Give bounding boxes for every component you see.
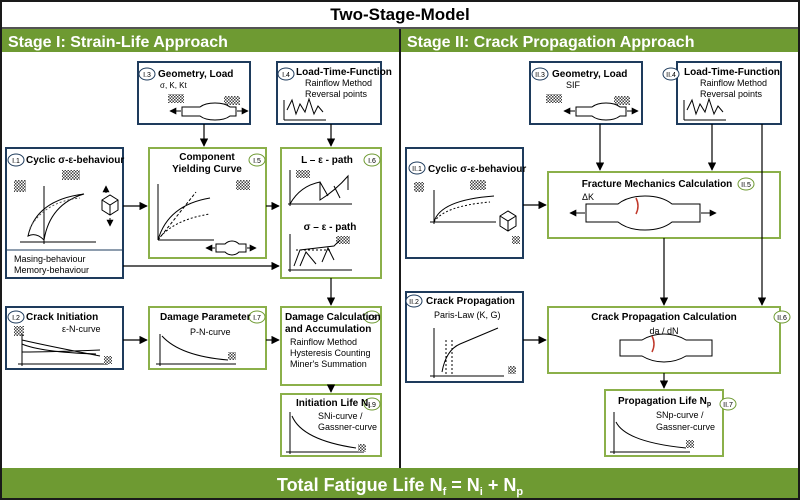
box-damage-calculation: I.8 Damage Calculation and Accumulation … (280, 306, 382, 386)
svg-text:II.3: II.3 (535, 72, 545, 79)
svg-text:Load-Time-Function: Load-Time-Function (684, 67, 780, 78)
svg-text:Crack Initiation: Crack Initiation (26, 312, 98, 323)
svg-text:Rainflow Method: Rainflow Method (700, 78, 767, 88)
svg-text:II.4: II.4 (666, 72, 676, 79)
svg-text:Hysteresis Counting: Hysteresis Counting (290, 348, 371, 358)
svg-text:II.2: II.2 (409, 299, 419, 306)
svg-text:I.4: I.4 (282, 72, 290, 79)
svg-text:Paris-Law (K, G): Paris-Law (K, G) (434, 310, 501, 320)
svg-text:da / dN: da / dN (649, 326, 678, 336)
svg-text:I.1: I.1 (12, 158, 20, 165)
box-geometry-load-1: I.3 Geometry, Load σ, K, Kt (137, 61, 251, 125)
svg-text:Damage Calculation: Damage Calculation (285, 312, 381, 323)
flow-arrows (123, 124, 767, 393)
svg-text:Component: Component (179, 152, 235, 163)
svg-text:Load-Time-Function: Load-Time-Function (296, 67, 392, 78)
svg-text:ΔK: ΔK (582, 192, 594, 202)
stage1-header (2, 29, 399, 52)
svg-text:I.2: I.2 (12, 315, 20, 322)
svg-text:I.7: I.7 (253, 315, 261, 322)
svg-text:Crack Propagation: Crack Propagation (426, 296, 515, 307)
svg-text:Masing-behaviour: Masing-behaviour (14, 254, 86, 264)
svg-text:Geometry, Load: Geometry, Load (552, 69, 627, 80)
svg-text:σ – ε - path: σ – ε - path (304, 222, 357, 233)
box-propagation-life: II.7 Propagation Life Np SNp-curve / Gas… (604, 389, 737, 457)
svg-text:II.6: II.6 (777, 315, 787, 322)
footer-bar (2, 468, 798, 498)
box-load-time-function-1: I.4 Load-Time-Function Rainflow Method R… (276, 61, 392, 125)
svg-text:σ, K, Kt: σ, K, Kt (160, 81, 188, 90)
svg-text:I.6: I.6 (368, 158, 376, 165)
svg-text:SNp-curve /: SNp-curve / (656, 410, 704, 420)
svg-text:SNi-curve /: SNi-curve / (318, 411, 363, 421)
svg-text:I.8: I.8 (368, 315, 376, 322)
diagram-title: Two-Stage-Model (330, 5, 469, 24)
box-initiation-life: I.9 Initiation Life Ni SNi-curve / Gassn… (280, 393, 382, 457)
stage2-heading: Stage II: Crack Propagation Approach (407, 34, 694, 51)
svg-text:Damage Parameter: Damage Parameter (160, 312, 251, 323)
svg-text:I.3: I.3 (143, 72, 151, 79)
box-crack-initiation: I.2 Crack Initiation ε-N-curve (5, 306, 124, 370)
svg-text:Crack Propagation Calculation: Crack Propagation Calculation (591, 312, 737, 323)
box-cyclic-behaviour-2: II.1 Cyclic σ-ε-behaviour (405, 147, 526, 259)
svg-text:Propagation Life Np: Propagation Life Np (618, 396, 711, 408)
svg-text:Miner's Summation: Miner's Summation (290, 359, 367, 369)
svg-text:Cyclic σ-ε-behaviour: Cyclic σ-ε-behaviour (428, 164, 526, 175)
svg-text:Rainflow Method: Rainflow Method (290, 337, 357, 347)
box-component-yielding-curve: Component Yielding Curve I.5 (148, 147, 267, 259)
svg-text:I.9: I.9 (368, 402, 376, 409)
box-geometry-load-2: II.3 Geometry, Load SIF (529, 61, 643, 125)
total-fatigue-life: Total Fatigue Life Nf = Ni + Np (277, 475, 523, 498)
svg-text:I.5: I.5 (253, 158, 261, 165)
svg-text:Geometry, Load: Geometry, Load (158, 69, 233, 80)
svg-text:Initiation Life Ni: Initiation Life Ni (296, 398, 370, 410)
svg-text:and Accumulation: and Accumulation (285, 324, 371, 335)
svg-text:Gassner-curve: Gassner-curve (656, 422, 715, 432)
box-crack-propagation-calculation: II.6 Crack Propagation Calculation da / … (547, 306, 791, 374)
svg-text:Gassner-curve: Gassner-curve (318, 422, 377, 432)
box-fracture-mechanics: II.5 Fracture Mechanics Calculation ΔK (547, 171, 781, 239)
svg-text:L – ε - path: L – ε - path (301, 155, 353, 166)
box-load-time-function-2: II.4 Load-Time-Function Rainflow Method … (662, 61, 782, 125)
svg-text:Rainflow Method: Rainflow Method (305, 78, 372, 88)
svg-text:Cyclic σ-ε-behaviour: Cyclic σ-ε-behaviour (26, 155, 124, 166)
stage2-header (401, 29, 798, 52)
box-damage-parameter: I.7 Damage Parameter P-N-curve (148, 306, 267, 370)
svg-text:Yielding Curve: Yielding Curve (172, 164, 242, 175)
svg-text:P-N-curve: P-N-curve (190, 327, 231, 337)
svg-text:Fracture Mechanics Calculation: Fracture Mechanics Calculation (582, 179, 733, 190)
svg-text:Reversal points: Reversal points (700, 89, 763, 99)
svg-text:II.1: II.1 (412, 166, 422, 173)
box-strain-paths: I.6 L – ε - path σ – ε - path (280, 147, 382, 279)
svg-text:II.5: II.5 (741, 182, 751, 189)
svg-text:Reversal points: Reversal points (305, 89, 368, 99)
box-cyclic-behaviour-1: I.1 Cyclic σ-ε-behaviour Masing-behaviou… (5, 147, 124, 279)
svg-text:Memory-behaviour: Memory-behaviour (14, 265, 89, 275)
stage1-heading: Stage I: Strain-Life Approach (8, 34, 228, 51)
box-crack-propagation: II.2 Crack Propagation Paris-Law (K, G) (405, 291, 524, 383)
svg-text:ε-N-curve: ε-N-curve (62, 324, 101, 334)
svg-text:SIF: SIF (566, 80, 581, 90)
svg-text:II.7: II.7 (723, 402, 733, 409)
